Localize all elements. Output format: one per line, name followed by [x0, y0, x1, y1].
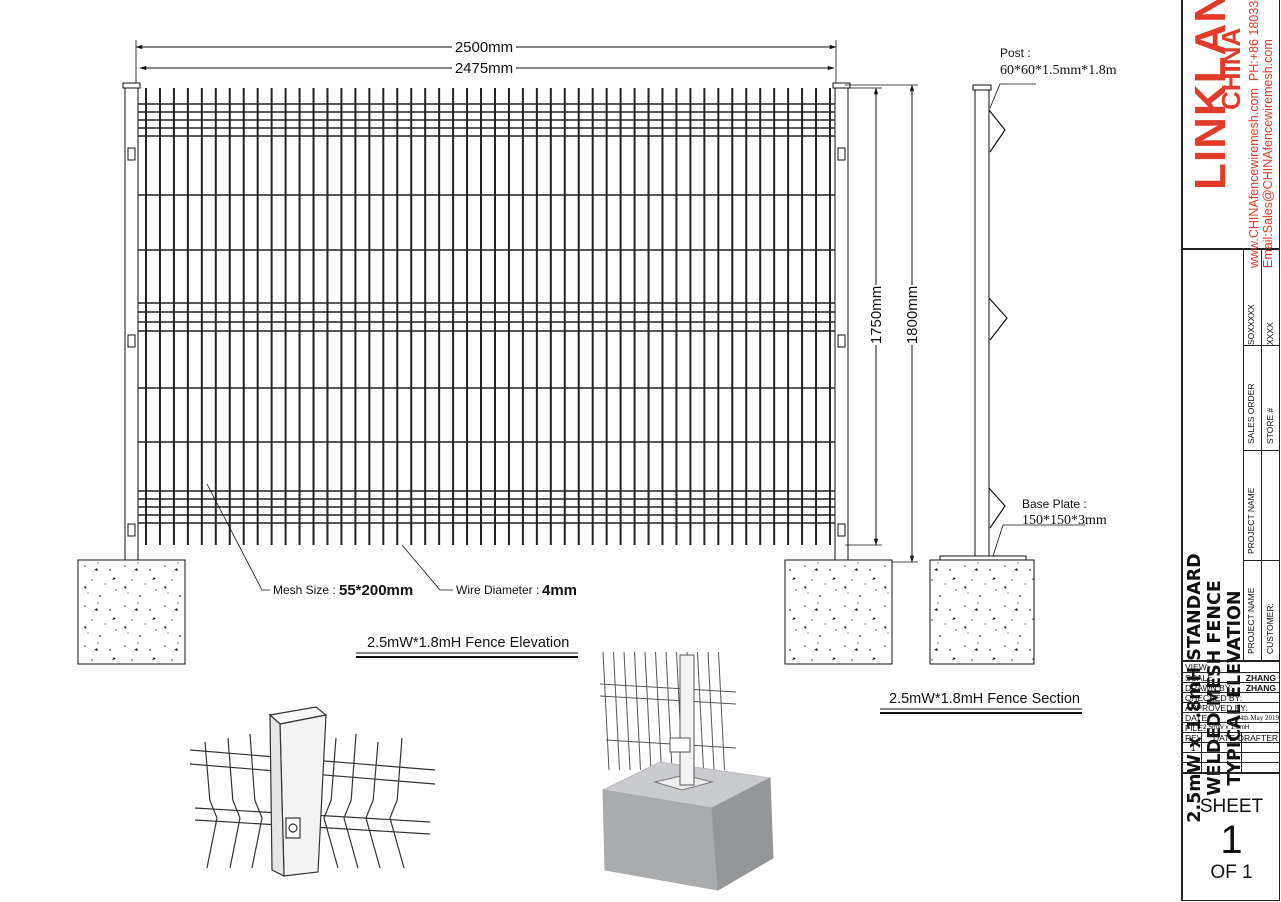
base-plate-detail [599, 651, 774, 891]
rev-label: REV [1185, 733, 1203, 743]
mesh-size-value: 55*200mm [339, 582, 413, 599]
approved-by-label: APPROVED BY: [1185, 703, 1248, 713]
detail-vertical-wire [389, 737, 405, 869]
phone-value: PH:+86 18033889188 [1247, 0, 1261, 82]
detail-vertical-wire [343, 733, 359, 869]
detail-vertical-wire [323, 737, 339, 869]
detail-vertical-wire [655, 651, 662, 771]
detail-vertical-wire [249, 733, 263, 869]
website-value: www.CHINAfencewiremesh.com [1247, 88, 1261, 268]
mesh-size-label: Mesh Size : [273, 583, 336, 597]
fence-elevation: 2500mm 2475mm 1750mm 1800mm Mesh [77, 37, 922, 665]
detail-horizontal-wire [599, 695, 737, 705]
post-value: 60*60*1.5mm*1.8m [1000, 63, 1117, 78]
detail-vertical-wire [718, 651, 725, 771]
rev-date-label: DATE [1213, 733, 1236, 743]
meta-table: VIEW: SCALE: ZHANG DRAWN BY: ZHANG CHECKED… [1183, 662, 1280, 772]
title-block: LINKLAND™ CHINA www.CHINAfencewiremesh.c… [1181, 0, 1280, 901]
detail-vertical-wire [613, 651, 620, 771]
rev-value: 1 [1191, 743, 1196, 753]
concrete-footing-left [77, 559, 186, 665]
concrete-footing-right [784, 559, 893, 665]
file-label: FILE: [1185, 723, 1206, 733]
total-height-dim: 1800mm [904, 286, 921, 344]
title-panel: 2.5mW x 1.8mH STANDARD WELDED MESH FENCE… [1183, 250, 1280, 823]
view-label: VIEW: [1185, 662, 1209, 672]
scale-value: ZHANG [1245, 673, 1276, 683]
drawn-by-label: DRAWN BY: [1185, 683, 1233, 693]
wire-diameter-value: 4mm [542, 582, 577, 599]
detail-vertical-wire [623, 651, 631, 771]
store-label: STORE # [1265, 407, 1275, 444]
post-clip-detail [189, 706, 436, 877]
brand-panel: LINKLAND™ CHINA www.CHINAfencewiremesh.c… [1183, 0, 1280, 268]
brand-sub: CHINA [1216, 27, 1246, 110]
sheet-label: SHEET [1199, 796, 1264, 817]
post-label: Post : [1000, 46, 1031, 60]
drafter-label: DRAFTER [1237, 733, 1278, 743]
section-caption: 2.5mW*1.8mH Fence Section [889, 691, 1080, 707]
detail-vertical-wire [634, 651, 641, 771]
detail-vertical-wire [204, 741, 218, 869]
detail-vertical-wire [365, 741, 381, 869]
sheet-of: OF 1 [1210, 862, 1253, 883]
mesh-panel [138, 88, 835, 545]
detail-vertical-wire [602, 651, 610, 771]
detail-vertical-wire [644, 651, 652, 771]
mesh-height-dim: 1750mm [868, 286, 885, 344]
wire-diameter-label: Wire Diameter : [456, 583, 539, 597]
project-name-label: PROJECT NAME [1246, 587, 1256, 654]
overall-width-dim: 2500mm [455, 39, 513, 56]
website-text: www.CHINAfencewiremesh.com PH:+86 180338… [1247, 0, 1261, 268]
detail-vertical-wire [707, 651, 715, 771]
sheet-box: SHEET 1 OF 1 [1183, 772, 1280, 902]
detail-horizontal-wire [599, 683, 737, 693]
project-name-label-right: PROJECT NAME [1246, 487, 1256, 554]
date-label: DATE [1185, 713, 1208, 723]
date-value: 14th May 2019 [1236, 714, 1279, 722]
file-value: 2.5mW x 1.8mH [1203, 724, 1250, 731]
fence-section: Post : 60*60*1.5mm*1.8m Base Plate : 150… [880, 46, 1117, 714]
sales-order-value: SOXXXXX [1246, 304, 1256, 345]
checked-by-label: CHECKED BY: [1185, 693, 1243, 703]
detail-vertical-wire [697, 651, 704, 771]
elevation-caption: 2.5mW*1.8mH Fence Elevation [367, 635, 569, 651]
base-plate-label: Base Plate : [1022, 497, 1087, 511]
panel-width-dim: 2475mm [455, 60, 513, 77]
concrete-footing-section [929, 559, 1035, 665]
detail-vertical-wire [227, 737, 241, 869]
sheet-number: 1 [1220, 818, 1243, 862]
base-plate-value: 150*150*3mm [1022, 513, 1107, 528]
scale-label: SCALE: [1185, 673, 1216, 683]
customer-label: CUSTOMER: [1265, 603, 1275, 654]
technical-drawing: 2500mm 2475mm 1750mm 1800mm Mesh [77, 37, 1117, 891]
sales-order-label: SALES ORDER [1246, 383, 1256, 444]
email-text: Email:Sales@CHINAfencewiremesh.com [1261, 39, 1275, 268]
svg-text:Mesh Size :: Mesh Size : [273, 583, 336, 597]
drawn-by-value: ZHANG [1245, 683, 1276, 693]
store-value: XXXX [1265, 322, 1275, 345]
